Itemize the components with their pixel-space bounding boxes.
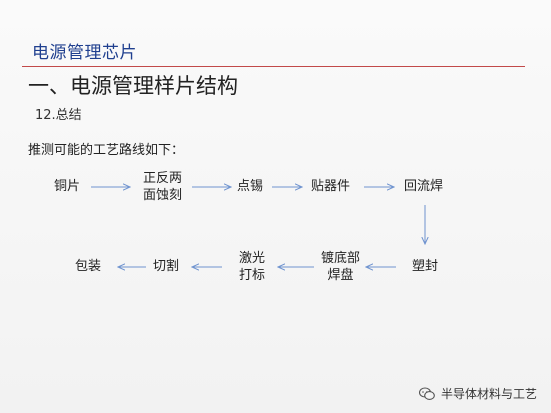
flow-step-label: 包装 — [75, 259, 102, 274]
flow-step-label: 焊盘 — [327, 268, 354, 283]
flow-step-copper: 铜片 — [54, 178, 80, 195]
header-divider — [22, 66, 525, 67]
flow-step-label: 塑封 — [412, 259, 439, 274]
flow-step-reflow: 回流焊 — [404, 178, 443, 195]
flow-step-etching: 正反两 面蚀刻 — [143, 170, 182, 204]
watermark-text: 半导体材料与工艺 — [440, 387, 537, 401]
flow-step-tin-dispense: 点锡 — [237, 178, 263, 195]
section-title: 一、电源管理样片结构 — [28, 74, 238, 98]
flow-step-label: 激光 — [239, 251, 266, 266]
flow-step-label: 面蚀刻 — [143, 188, 183, 203]
flow-step-label: 贴器件 — [311, 179, 351, 194]
flow-step-label: 铜片 — [54, 179, 81, 194]
wechat-icon — [418, 386, 435, 400]
flow-step-molding: 塑封 — [412, 258, 438, 275]
flow-step-label: 点锡 — [237, 179, 264, 194]
flow-step-label: 正反两 — [143, 171, 183, 186]
flow-step-component-mount: 贴器件 — [311, 178, 350, 195]
flow-step-cutting: 切割 — [153, 258, 179, 275]
flow-step-label: 打标 — [239, 268, 266, 283]
flow-step-label: 切割 — [153, 259, 180, 274]
watermark: 半导体材料与工艺 — [418, 385, 537, 402]
slide-header: 电源管理芯片 — [32, 43, 137, 63]
flow-step-label: 回流焊 — [404, 179, 444, 194]
flow-step-bottom-pad-plating: 镀底部 焊盘 — [321, 250, 360, 284]
flow-step-laser-marking: 激光 打标 — [239, 250, 265, 284]
flow-step-packing: 包装 — [75, 258, 101, 275]
subsection-label: 12.总结 — [35, 108, 82, 123]
flow-step-label: 镀底部 — [321, 251, 361, 266]
intro-text: 推测可能的工艺路线如下： — [28, 143, 185, 158]
